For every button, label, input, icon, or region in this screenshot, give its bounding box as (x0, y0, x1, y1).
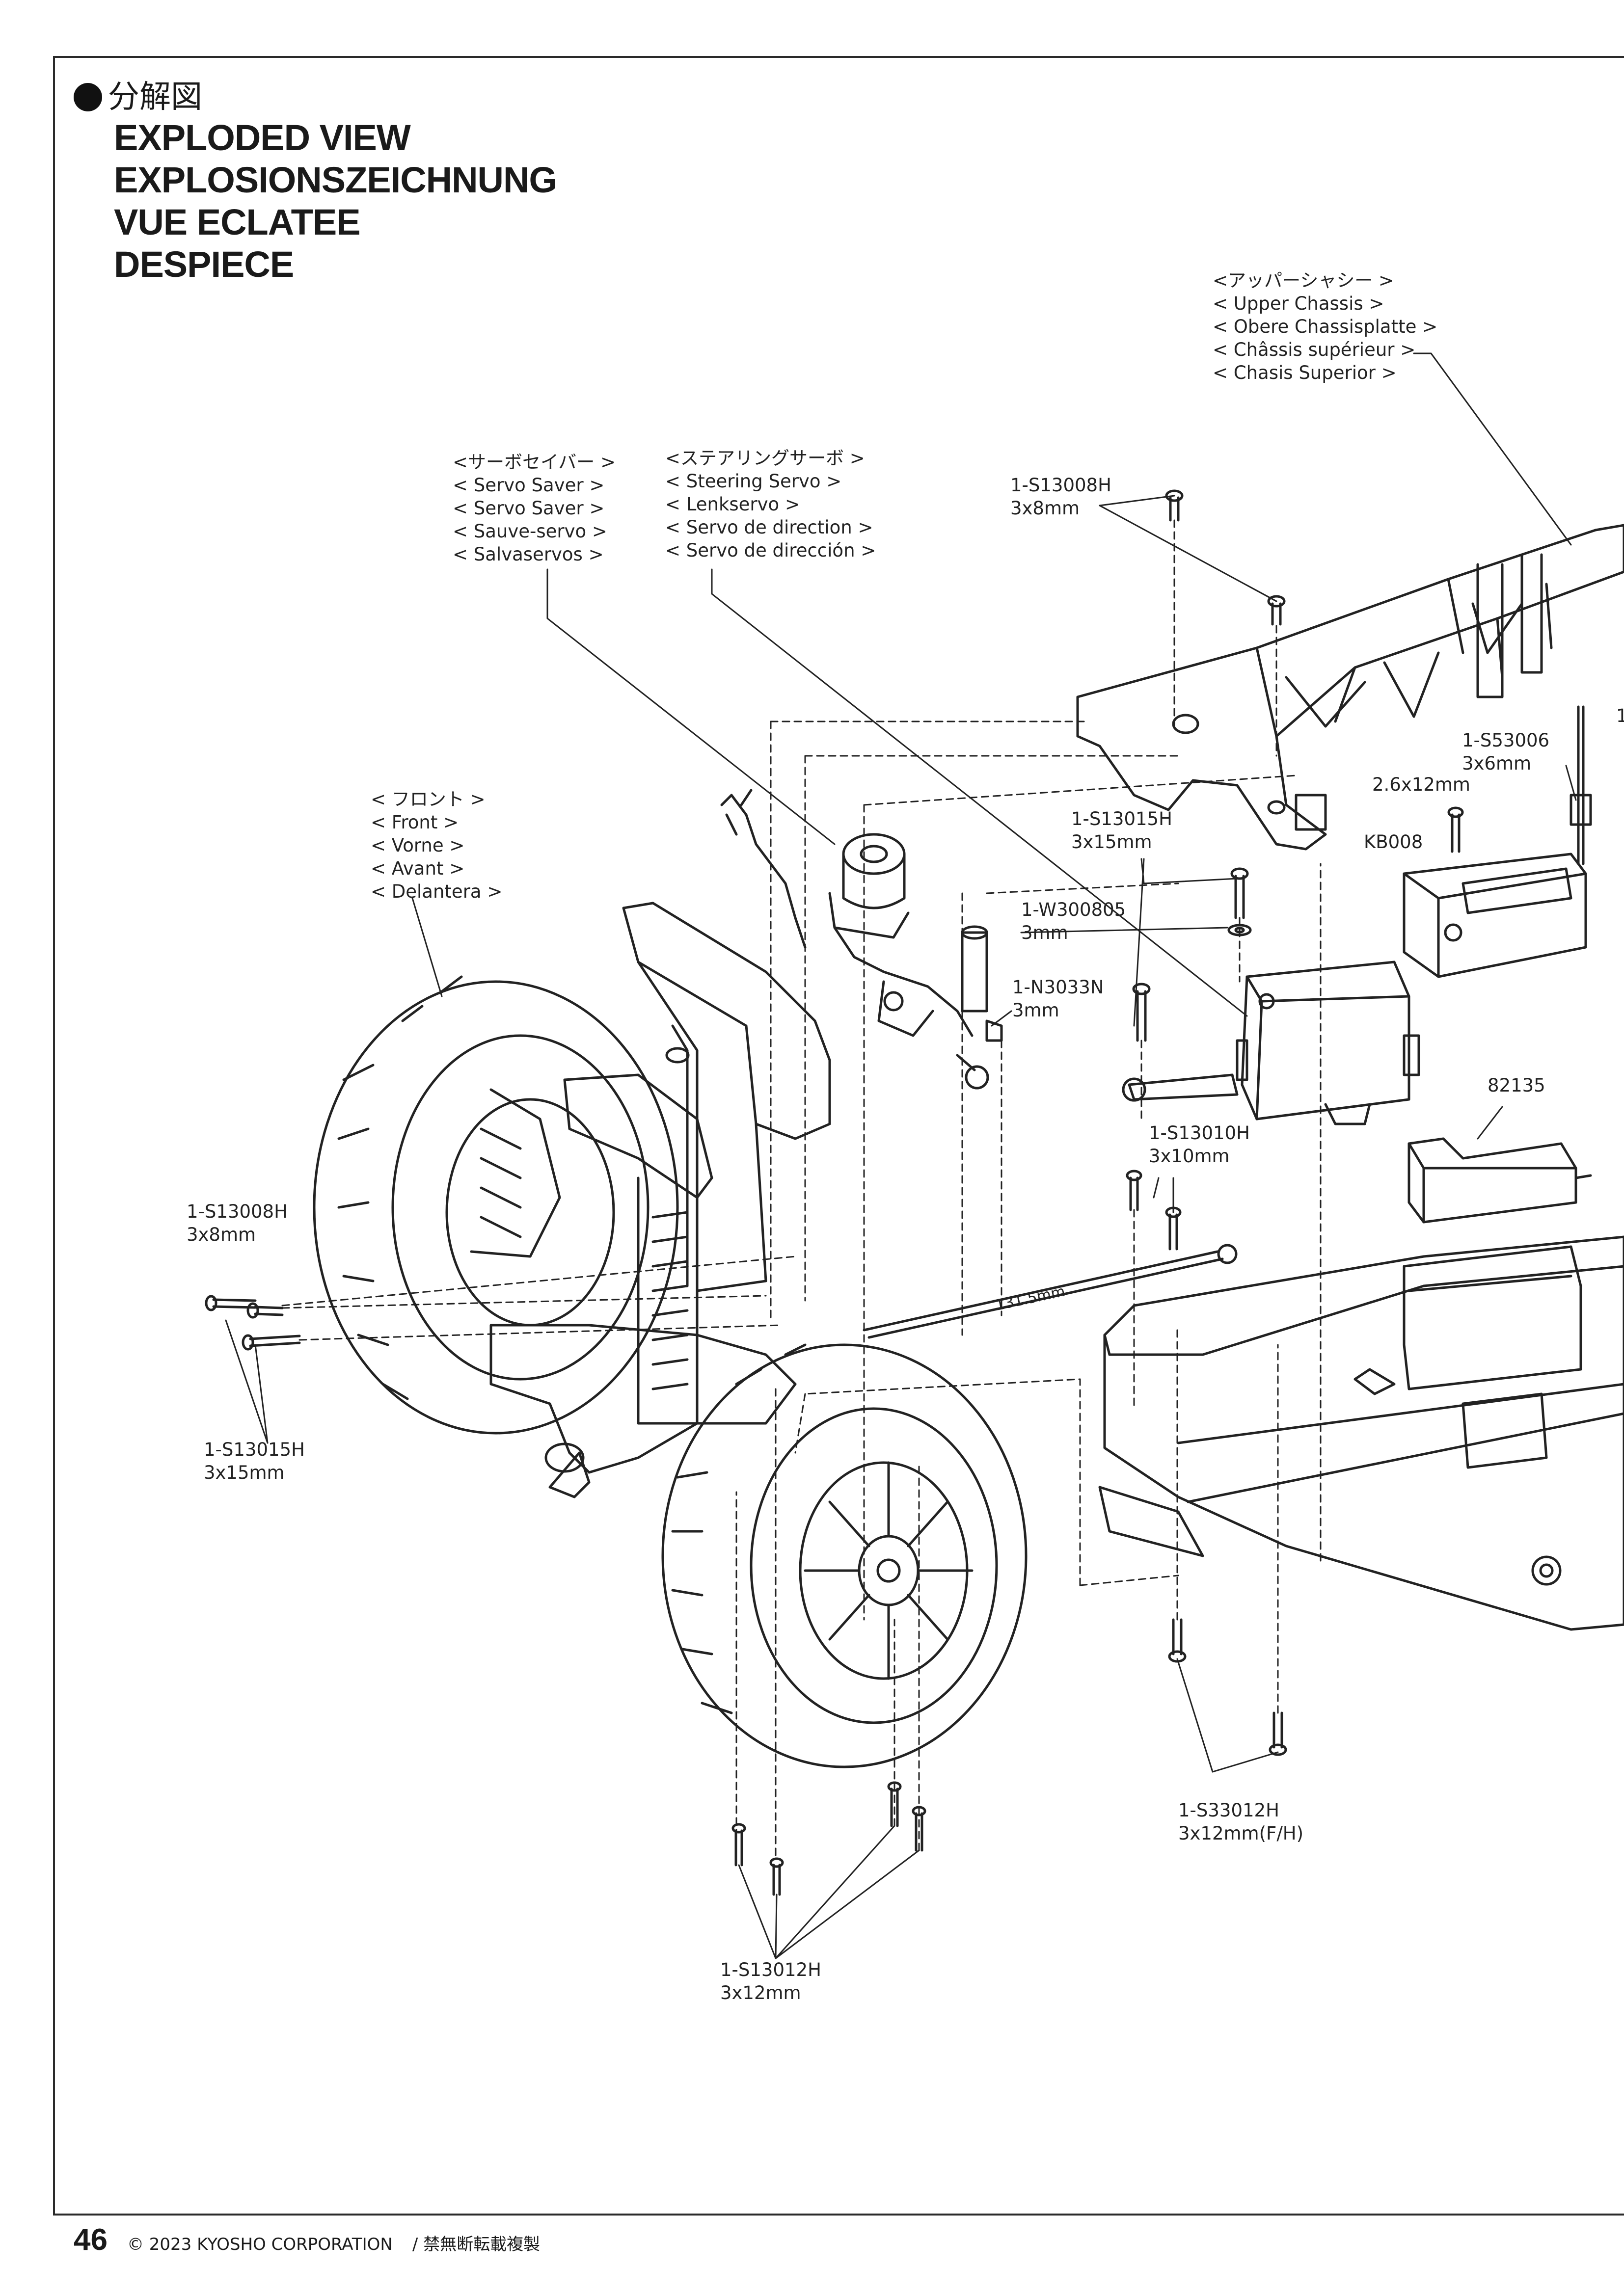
callout-line: < Avant > (371, 858, 465, 879)
page-frame (53, 56, 1624, 2216)
callout-line: < Obere Chassisplatte > (1213, 316, 1438, 337)
heading-fr: VUE ECLATEE (114, 202, 361, 242)
part-number: 1-W300805 (1021, 899, 1126, 920)
heading-es: DESPIECE (114, 244, 294, 285)
part-number: 1-S13008H (187, 1201, 288, 1222)
suspension-illustration (470, 1073, 797, 1498)
callout-upper-chassis: <アッパーシャシー > < Upper Chassis > < Obere Ch… (1213, 269, 1437, 384)
part-size: 3mm (1021, 922, 1068, 943)
part-label-w300805: 1-W300805 3mm (1021, 898, 1126, 944)
part-size: 3x12mm(F/H) (1178, 1823, 1304, 1844)
callout-line: < Servo de dirección > (665, 540, 876, 561)
screw-s13012h-icon (731, 1781, 926, 1896)
part-label-cutoff: 1 (1616, 705, 1624, 726)
linkage-illustration (720, 789, 1003, 1042)
part-size: 3x10mm (1149, 1146, 1230, 1167)
part-number: 1-S13008H (1010, 475, 1111, 496)
part-label-s13008h-top: 1-S13008H 3x8mm (1010, 474, 1111, 520)
servo-saver-illustration (828, 833, 989, 1090)
part-label-s13012h: 1-S13012H 3x12mm (720, 1958, 821, 2004)
callout-front: < フロント > < Front > < Vorne > < Avant > <… (371, 788, 502, 903)
callout-line: < Steering Servo > (665, 471, 842, 492)
rod-length-label: 131.5mm (994, 1283, 1066, 1314)
screw-s13008h-top-icon (1165, 489, 1286, 626)
heading-jp-row: 分解図 (74, 78, 557, 117)
part-number: 1-N3033N (1012, 977, 1104, 998)
callout-line: < Lenkservo > (665, 494, 800, 515)
copyright-text: © 2023 KYOSHO CORPORATION (127, 2235, 393, 2254)
callout-line: < Front > (371, 812, 459, 833)
part-label-82135: 82135 (1488, 1075, 1545, 1096)
part-82135-illustration (1407, 1137, 1592, 1224)
reproduction-notice: / 禁無断転載複製 (412, 2235, 541, 2254)
callout-line: <ステアリングサーボ > (665, 448, 865, 469)
callout-line: <アッパーシャシー > (1213, 270, 1394, 291)
part-number: 1-S13015H (204, 1439, 305, 1460)
part-size: 3x8mm (187, 1224, 256, 1245)
callout-line: < フロント > (371, 789, 486, 810)
part-size: 3x6mm (1462, 753, 1532, 774)
callout-line: < Chasis Superior > (1213, 362, 1397, 383)
part-label-n3033n: 1-N3033N 3mm (1012, 976, 1104, 1022)
tie-rod-illustration (863, 1244, 1238, 1339)
screw-s13010h-icon (1126, 983, 1182, 1251)
callout-line: < Châssis supérieur > (1213, 339, 1416, 360)
part-number: 1-S33012H (1178, 1800, 1279, 1821)
part-size: 3x15mm (204, 1462, 285, 1483)
upper-chassis-illustration (1076, 524, 1624, 851)
part-number: 1-S53006 (1462, 730, 1550, 751)
heading-en: EXPLODED VIEW (114, 117, 411, 158)
callout-line: <サーボセイバー > (453, 452, 616, 473)
main-chassis-illustration (1098, 1235, 1624, 1631)
leader-lines (225, 352, 1577, 1959)
part-label-26x12: 2.6x12mm (1372, 774, 1470, 795)
callout-line: < Servo de direction > (665, 517, 873, 538)
section-heading: 分解図 EXPLODED VIEW EXPLOSIONSZEICHNUNG VU… (74, 78, 557, 286)
callout-line: < Vorne > (371, 835, 465, 856)
screw-26x12-icon (1447, 806, 1464, 853)
part-size: 3x8mm (1010, 498, 1080, 519)
page-footer: 46 © 2023 KYOSHO CORPORATION / 禁無断転載複製 (74, 2222, 540, 2257)
part-label-s33012h: 1-S33012H 3x12mm(F/H) (1178, 1799, 1303, 1845)
heading-de: EXPLOSIONSZEICHNUNG (114, 160, 557, 200)
part-number: 1-S13010H (1149, 1122, 1250, 1144)
part-size: 3x12mm (720, 1982, 801, 2003)
callout-line: < Upper Chassis > (1213, 293, 1384, 314)
steering-servo-illustration (1122, 961, 1420, 1125)
screw-s33012h-icon (1168, 1618, 1287, 1756)
part-label-kb008: KB008 (1364, 831, 1423, 853)
callout-line: < Salvaservos > (453, 544, 604, 565)
callout-steering-servo: <ステアリングサーボ > < Steering Servo > < Lenkse… (665, 447, 876, 562)
screws-illustration (205, 489, 1464, 1896)
callout-servo-saver: <サーボセイバー > < Servo Saver > < Servo Saver… (453, 451, 616, 566)
screw-s13015h-left-icon (242, 1334, 301, 1351)
part-label-s13010h: 1-S13010H 3x10mm (1149, 1121, 1250, 1168)
bullet-icon (74, 83, 102, 111)
part-label-s53006: 1-S53006 3x6mm (1462, 729, 1549, 775)
callout-line: < Servo Saver > (453, 498, 605, 519)
callout-line: < Servo Saver > (453, 475, 605, 496)
heading-jp: 分解図 (108, 79, 202, 115)
front-wheel-front-illustration (661, 1343, 1028, 1768)
front-wheel-rear-illustration (313, 975, 679, 1435)
callout-line: < Delantera > (371, 881, 503, 902)
screw-s13008h-left-icon (205, 1295, 284, 1319)
page-number: 46 (74, 2223, 108, 2257)
part-number: 1-S13012H (720, 1959, 821, 1980)
part-size: 3x15mm (1071, 831, 1152, 853)
receiver-illustration (1403, 705, 1592, 978)
part-label-s13015h-left: 1-S13015H 3x15mm (204, 1438, 305, 1484)
part-label-s13015h-mid: 1-S13015H 3x15mm (1071, 807, 1172, 854)
part-label-s13008h-left: 1-S13008H 3x8mm (187, 1200, 288, 1246)
part-size: 3mm (1012, 1000, 1059, 1021)
shock-tower-illustration (622, 902, 831, 1292)
callout-line: < Sauve-servo > (453, 521, 607, 542)
assembly-guide-lines (281, 519, 1322, 1861)
part-number: 1-S13015H (1071, 808, 1172, 829)
